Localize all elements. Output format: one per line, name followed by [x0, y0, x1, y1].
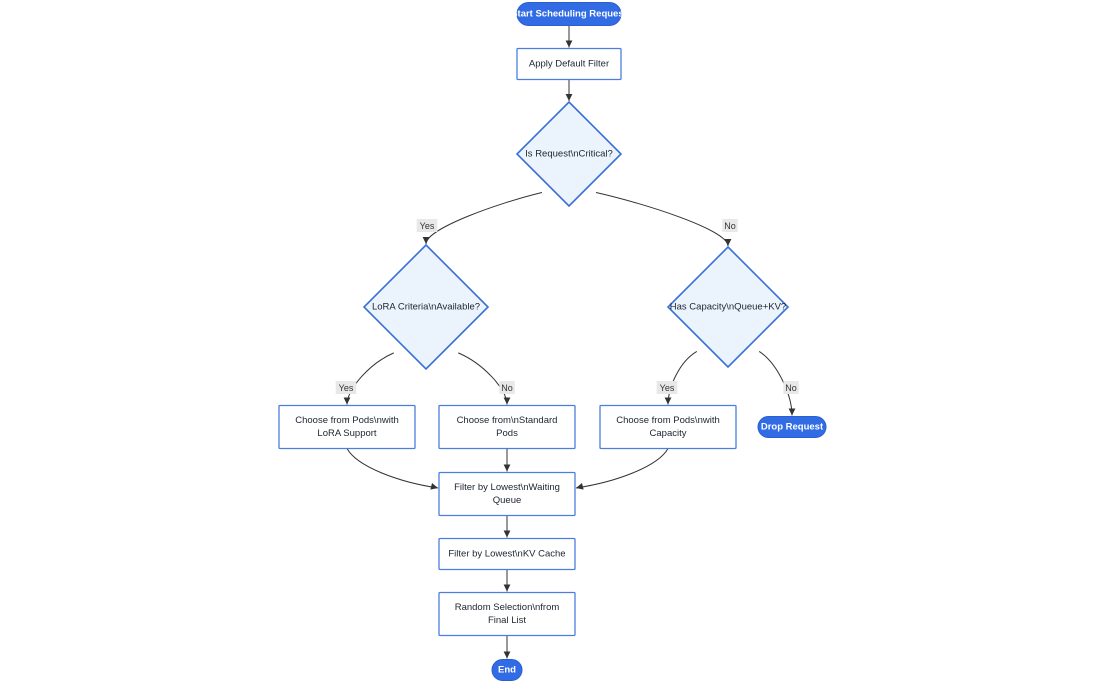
node-label: Apply Default Filter — [529, 59, 609, 70]
node-drop_request[interactable]: Drop Request — [757, 416, 827, 438]
edge-choose_standard_pods-to-filter_waiting_queue — [503, 448, 511, 472]
edge-label-text: Yes — [420, 221, 435, 231]
edge-label-text: No — [724, 221, 736, 231]
edge-label-text: Yes — [660, 383, 675, 393]
node-label: Choose from\nStandard — [457, 415, 558, 426]
node-apply_default_filter[interactable]: Apply Default Filter — [516, 47, 622, 81]
node-label: Start Scheduling Request — [511, 9, 627, 20]
node-start[interactable]: Start Scheduling Request — [511, 2, 628, 26]
node-label: End — [498, 665, 516, 676]
edge-choose_lora_pods-to-filter_waiting_queue — [346, 448, 439, 490]
node-shape-stadium — [491, 659, 523, 681]
node-label: Queue — [493, 495, 522, 506]
node-label: LoRA Criteria\nAvailable? — [372, 302, 480, 313]
edge-label-yes-lora_criteria_available: Yes — [416, 219, 438, 232]
node-label: Has Capacity\nQueue+KV? — [670, 302, 786, 313]
edge-label-no-drop_request: No — [783, 381, 799, 394]
node-filter_kv_cache[interactable]: Filter by Lowest\nKV Cache — [438, 537, 576, 571]
node-shape-rect — [278, 404, 416, 450]
node-shape-rect — [599, 404, 737, 450]
edge-is_request_critical-to-has_capacity — [595, 191, 732, 247]
node-shape-diamond — [666, 245, 790, 369]
node-shape-diamond — [515, 100, 623, 208]
node-shape-rect — [438, 537, 576, 571]
edge-lora_criteria_available-to-choose_standard_pods — [458, 352, 511, 405]
node-shape-diamond — [362, 243, 490, 371]
node-label: Drop Request — [761, 422, 824, 433]
node-label: Is Request\nCritical? — [525, 149, 613, 160]
node-label: Filter by Lowest\nWaiting — [454, 482, 560, 493]
edge-lora_criteria_available-to-choose_lora_pods — [343, 352, 394, 405]
node-shape-stadium — [757, 416, 827, 438]
edge-label-yes-choose_lora_pods: Yes — [335, 381, 357, 394]
node-label: Final List — [488, 615, 526, 626]
edge-label-no-has_capacity: No — [722, 219, 738, 232]
edge-random_selection-to-end — [503, 635, 511, 659]
edge-filter_waiting_queue-to-filter_kv_cache — [503, 515, 511, 538]
edge-label-text: Yes — [339, 383, 354, 393]
edge-has_capacity-to-drop_request — [758, 350, 796, 416]
edge-choose_capacity_pods-to-filter_waiting_queue — [575, 448, 669, 490]
node-label: Choose from Pods\nwith — [616, 415, 720, 426]
node-label: LoRA Support — [317, 428, 377, 439]
node-shape-rect — [516, 47, 622, 81]
node-shape-rect — [438, 404, 576, 450]
edge-label-text: No — [501, 383, 513, 393]
edge-apply_default_filter-to-is_request_critical — [565, 79, 573, 101]
node-label: Choose from Pods\nwith — [295, 415, 399, 426]
node-label: Random Selection\nfrom — [455, 602, 560, 613]
node-shape-rect — [438, 591, 576, 637]
edge-is_request_critical-to-lora_criteria_available — [422, 191, 543, 245]
edge-has_capacity-to-choose_capacity_pods — [664, 350, 698, 405]
edge-start-to-apply_default_filter — [565, 25, 573, 48]
node-shape-rect — [438, 471, 576, 517]
node-label: Capacity — [650, 428, 687, 439]
node-label: Pods — [496, 428, 518, 439]
edges-layer — [343, 25, 796, 659]
node-lora_criteria_available[interactable]: LoRA Criteria\nAvailable? — [362, 243, 490, 371]
node-end[interactable]: End — [491, 659, 523, 681]
edge-label-text: No — [785, 383, 797, 393]
node-label: Filter by Lowest\nKV Cache — [448, 549, 565, 560]
node-has_capacity[interactable]: Has Capacity\nQueue+KV? — [666, 245, 790, 369]
node-shape-stadium — [516, 2, 622, 26]
node-is_request_critical[interactable]: Is Request\nCritical? — [515, 100, 623, 208]
edge-label-yes-choose_capacity_pods: Yes — [656, 381, 678, 394]
edge-label-no-choose_standard_pods: No — [499, 381, 515, 394]
edge-filter_kv_cache-to-random_selection — [503, 569, 511, 592]
